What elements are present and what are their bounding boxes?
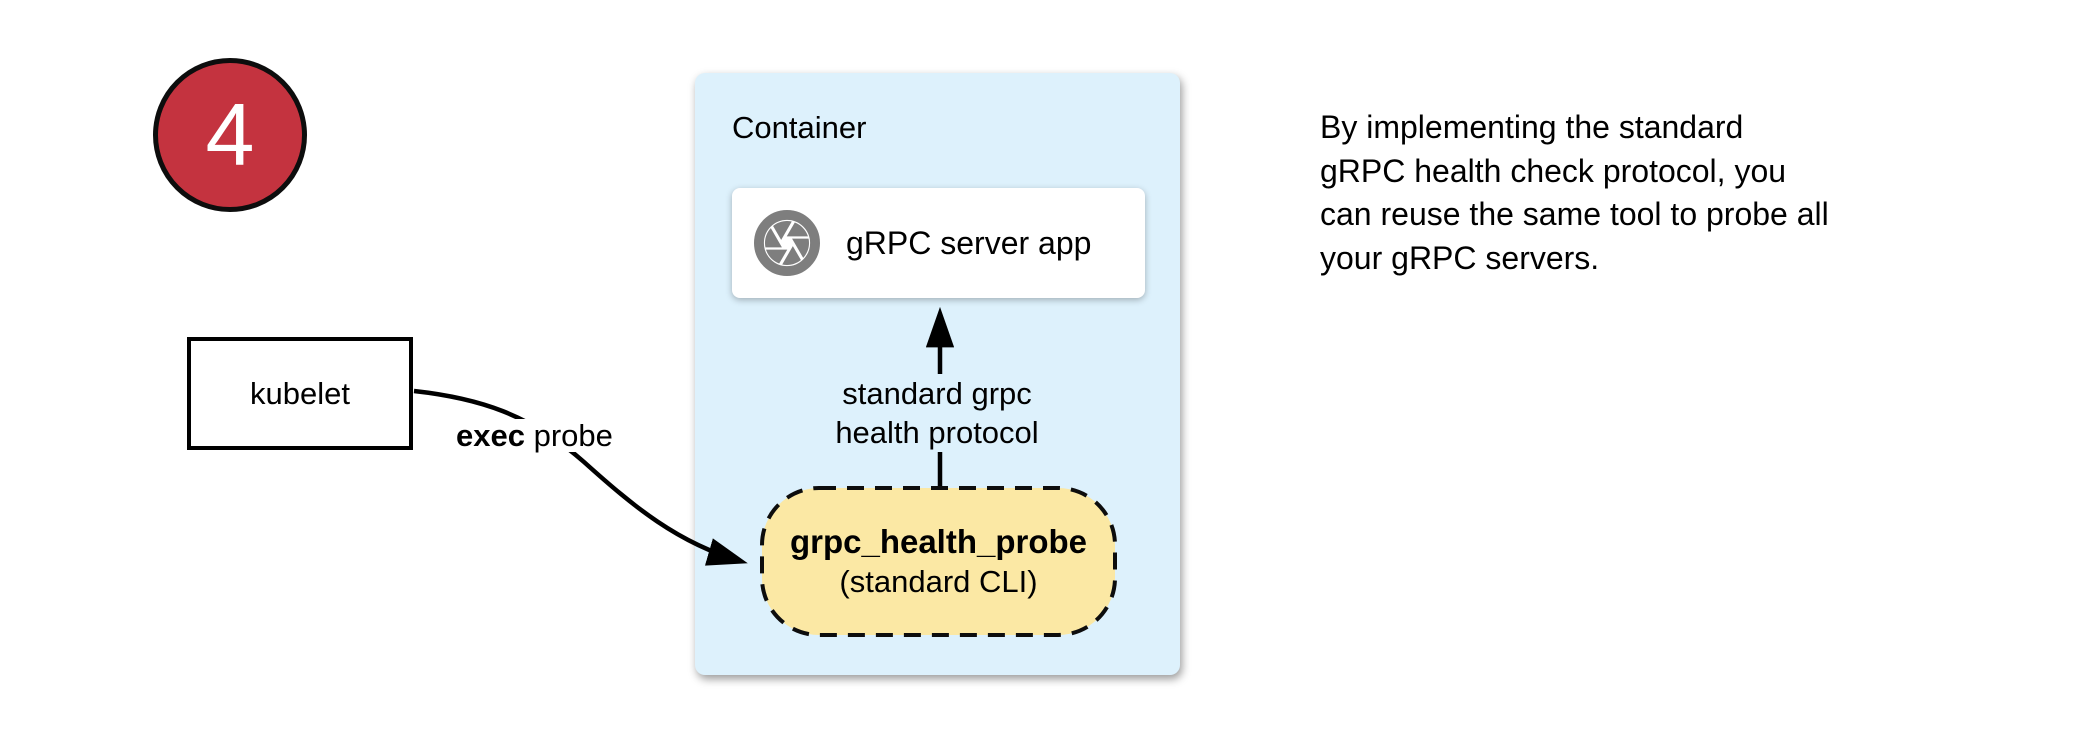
grpc-health-probe-subtitle: (standard CLI) (839, 563, 1038, 599)
kubelet-label: kubelet (250, 375, 350, 411)
grpc-health-probe-name: grpc_health_probe (789, 522, 1088, 560)
note-paragraph: By implementing the standard gRPC health… (1320, 109, 1829, 276)
exec-probe-label-rest: probe (524, 418, 613, 453)
exec-probe-label: exec probe (452, 419, 617, 452)
exec-probe-arrow (413, 388, 748, 566)
container-title: Container (732, 110, 867, 145)
aperture-icon (754, 210, 820, 276)
grpc-server-app-label: gRPC server app (846, 224, 1092, 261)
grpc-health-probe-pill (760, 486, 1117, 637)
grpc-health-probe-box: grpc_health_probe (standard CLI) (760, 486, 1117, 637)
kubelet-box: kubelet (187, 337, 413, 450)
exec-probe-label-bold: exec (456, 418, 525, 453)
step-number: 4 (205, 85, 255, 184)
step-number-badge: 4 (153, 58, 307, 212)
health-protocol-label: standard grpc health protocol (787, 374, 1087, 452)
grpc-server-app-box: gRPC server app (732, 188, 1145, 298)
